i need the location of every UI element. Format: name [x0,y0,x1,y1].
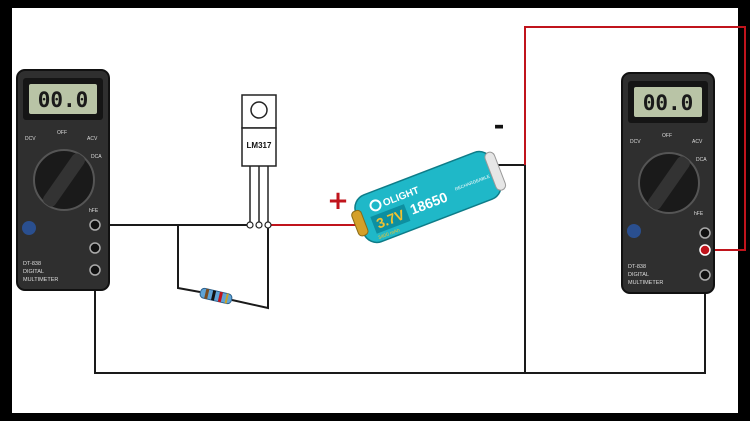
model-label: DT-838 [23,261,41,267]
resistor-band-2 [210,290,217,301]
brand-line-2: MULTIMETER [23,277,58,283]
dial-label-dca: DCA [91,154,102,160]
battery-cap-negative [484,151,507,191]
lcd-display [29,84,97,114]
regulator-label: LM317 [247,141,272,150]
dial-label-off: OFF [662,133,672,139]
black-wires [94,164,706,374]
multimeter-right: 00.0 DCV ACV DCA OFF hFE DT-838 DIGITAL … [621,72,715,294]
red-wires [268,26,746,251]
multimeter-left: 00.0 DCV ACV DCA OFF hFE DT-838 DIGITAL … [16,69,110,291]
jack-com[interactable] [699,269,711,281]
dial-label-dca: DCA [696,157,707,163]
lcd-reading: 00.0 [643,91,694,115]
dial-label-hfe: hFE [89,208,99,214]
dial-knob [648,156,690,210]
dial-label-acv: ACV [692,139,703,145]
resistor-band-3 [217,291,223,303]
lcd-reading: 00.0 [38,88,89,112]
battery-negative-sign: - [494,111,505,141]
resistor-band-4 [224,293,229,304]
dial-label-acv: ACV [87,136,98,142]
battery-positive-sign: + [327,186,349,216]
jack-vohm[interactable] [89,242,101,254]
pin-end-out [255,221,263,229]
hfe-socket [22,221,36,235]
jack-10a[interactable] [89,219,101,231]
brand-line-2: MULTIMETER [628,280,663,286]
regulator-mount-hole [250,101,268,119]
pin-end-in [264,221,272,229]
jack-vohm[interactable] [699,244,711,256]
regulator-body [241,127,277,167]
jack-10a[interactable] [699,227,711,239]
resistor-icon [199,287,233,305]
wire-right-meter-red-lead [524,26,746,251]
jack-com[interactable] [89,264,101,276]
wire-bottom-return [94,270,706,374]
brand-logo-icon [369,199,382,212]
wire-resistor-loop [177,225,201,293]
dial-knob [43,153,85,207]
dial-label-off: OFF [57,130,67,136]
resistor-band-1 [204,288,210,300]
wire-resistor-to-output [231,225,269,310]
hfe-socket [627,224,641,238]
voltage-badge [370,204,411,234]
lm317-regulator-icon: LM317 [241,94,277,229]
dial-label-dcv: DCV [630,139,641,145]
battery-cap-positive [351,209,369,237]
brand-line-1: DIGITAL [628,272,649,278]
dial-label-dcv: DCV [25,136,36,142]
model-label: DT-838 [628,264,646,270]
dial-label-hfe: hFE [694,211,704,217]
battery-18650-icon: OLIGHT 3.7V 18650 RECHARGEABLE 3400 mAh [351,150,507,244]
lcd-display [634,87,702,117]
brand-line-1: DIGITAL [23,269,44,275]
pin-end-adj [246,221,254,229]
